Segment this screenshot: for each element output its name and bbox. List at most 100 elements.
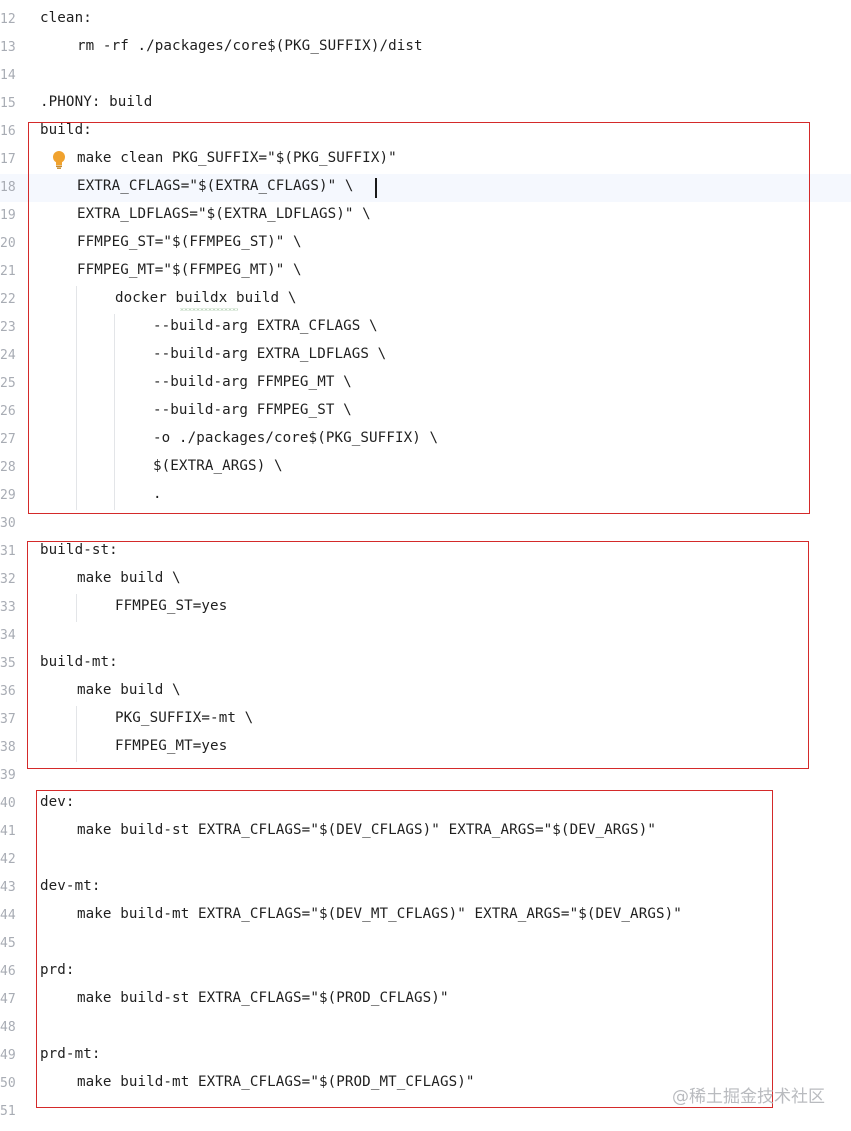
- indent-guide: [76, 706, 77, 734]
- line-number: 48: [0, 1020, 16, 1035]
- line-number: 20: [0, 236, 16, 251]
- code-line[interactable]: 20 FFMPEG_ST="$(FFMPEG_ST)" \: [0, 230, 851, 258]
- code-text[interactable]: --build-arg FFMPEG_ST \: [153, 402, 352, 418]
- indent-guide: [76, 426, 77, 454]
- indent-guide: [114, 370, 115, 398]
- code-text[interactable]: clean:: [40, 10, 92, 26]
- code-line[interactable]: 45: [0, 930, 851, 958]
- code-text[interactable]: --build-arg FFMPEG_MT \: [153, 374, 352, 390]
- code-text[interactable]: --build-arg EXTRA_LDFLAGS \: [153, 346, 387, 362]
- indent-guide: [76, 398, 77, 426]
- code-line[interactable]: 29.: [0, 482, 851, 510]
- code-text[interactable]: $(EXTRA_ARGS) \: [153, 458, 283, 474]
- code-text[interactable]: dev:: [40, 794, 75, 810]
- line-number: 28: [0, 460, 16, 475]
- code-text[interactable]: prd:: [40, 962, 75, 978]
- code-text[interactable]: FFMPEG_MT="$(FFMPEG_MT)" \: [77, 262, 302, 278]
- code-text[interactable]: make build \: [77, 682, 181, 698]
- line-number: 24: [0, 348, 16, 363]
- code-line[interactable]: 42: [0, 846, 851, 874]
- code-text[interactable]: FFMPEG_ST=yes: [115, 598, 228, 614]
- code-text[interactable]: -o ./packages/core$(PKG_SUFFIX) \: [153, 430, 439, 446]
- code-line[interactable]: 21 FFMPEG_MT="$(FFMPEG_MT)" \: [0, 258, 851, 286]
- code-text[interactable]: build-mt:: [40, 654, 118, 670]
- code-line[interactable]: 18 EXTRA_CFLAGS="$(EXTRA_CFLAGS)" \: [0, 174, 851, 202]
- code-text[interactable]: FFMPEG_ST="$(FFMPEG_ST)" \: [77, 234, 302, 250]
- code-text[interactable]: --build-arg EXTRA_CFLAGS \: [153, 318, 378, 334]
- line-number: 19: [0, 208, 16, 223]
- code-line[interactable]: 23 --build-arg EXTRA_CFLAGS \: [0, 314, 851, 342]
- line-number: 42: [0, 852, 16, 867]
- code-text[interactable]: make build \: [77, 570, 181, 586]
- code-line[interactable]: 25--build-arg FFMPEG_MT \: [0, 370, 851, 398]
- code-text[interactable]: docker buildx build \: [115, 290, 297, 306]
- watermark: @稀土掘金技术社区: [672, 1087, 825, 1107]
- code-text[interactable]: make build-mt EXTRA_CFLAGS="$(PROD_MT_CF…: [77, 1074, 475, 1090]
- code-line[interactable]: 15 .PHONY: build: [0, 90, 851, 118]
- highlight-box-dev-prd: [36, 790, 773, 1108]
- indent-guide: [76, 734, 77, 762]
- line-number: 33: [0, 600, 16, 615]
- code-text[interactable]: make build-st EXTRA_CFLAGS="$(DEV_CFLAGS…: [77, 822, 656, 838]
- line-number: 27: [0, 432, 16, 447]
- code-text[interactable]: .PHONY: build: [40, 94, 153, 110]
- code-text[interactable]: build:: [40, 122, 92, 138]
- code-text[interactable]: EXTRA_LDFLAGS="$(EXTRA_LDFLAGS)" \: [77, 206, 371, 222]
- line-number: 31: [0, 544, 16, 559]
- code-text[interactable]: rm -rf ./packages/core$(PKG_SUFFIX)/dist: [77, 38, 423, 54]
- code-text[interactable]: build-st:: [40, 542, 118, 558]
- code-line[interactable]: 33 FFMPEG_ST=yes: [0, 594, 851, 622]
- code-line[interactable]: 31 build-st:: [0, 538, 851, 566]
- code-text[interactable]: make build-st EXTRA_CFLAGS="$(PROD_CFLAG…: [77, 990, 449, 1006]
- line-number: 39: [0, 768, 16, 783]
- code-text[interactable]: make clean PKG_SUFFIX="$(PKG_SUFFIX)": [77, 150, 397, 166]
- indent-guide: [114, 454, 115, 482]
- code-line[interactable]: 34: [0, 622, 851, 650]
- code-line[interactable]: 24 --build-arg EXTRA_LDFLAGS \: [0, 342, 851, 370]
- code-line[interactable]: 27 -o ./packages/core$(PKG_SUFFIX) \: [0, 426, 851, 454]
- code-text[interactable]: EXTRA_CFLAGS="$(EXTRA_CFLAGS)" \: [77, 178, 354, 194]
- line-number: 23: [0, 320, 16, 335]
- line-number: 18: [0, 180, 16, 195]
- code-text[interactable]: PKG_SUFFIX=-mt \: [115, 710, 254, 726]
- code-line[interactable]: 19 EXTRA_LDFLAGS="$(EXTRA_LDFLAGS)" \: [0, 202, 851, 230]
- line-number: 21: [0, 264, 16, 279]
- code-text[interactable]: FFMPEG_MT=yes: [115, 738, 228, 754]
- code-line[interactable]: 51: [0, 1098, 851, 1126]
- code-line[interactable]: 28 $(EXTRA_ARGS) \: [0, 454, 851, 482]
- code-text[interactable]: .: [153, 486, 162, 502]
- code-text[interactable]: make build-mt EXTRA_CFLAGS="$(DEV_MT_CFL…: [77, 906, 682, 922]
- indent-guide: [76, 594, 77, 622]
- code-line[interactable]: 30: [0, 510, 851, 538]
- indent-guide: [114, 342, 115, 370]
- code-text[interactable]: prd-mt:: [40, 1046, 101, 1062]
- code-line[interactable]: 48: [0, 1014, 851, 1042]
- code-text[interactable]: dev-mt:: [40, 878, 101, 894]
- highlight-box-build: [28, 122, 810, 514]
- lightbulb-icon[interactable]: [50, 150, 68, 170]
- line-number: 15: [0, 96, 16, 111]
- code-line[interactable]: 39: [0, 762, 851, 790]
- code-line[interactable]: 26--build-arg FFMPEG_ST \: [0, 398, 851, 426]
- line-number: 34: [0, 628, 16, 643]
- code-line[interactable]: 14: [0, 62, 851, 90]
